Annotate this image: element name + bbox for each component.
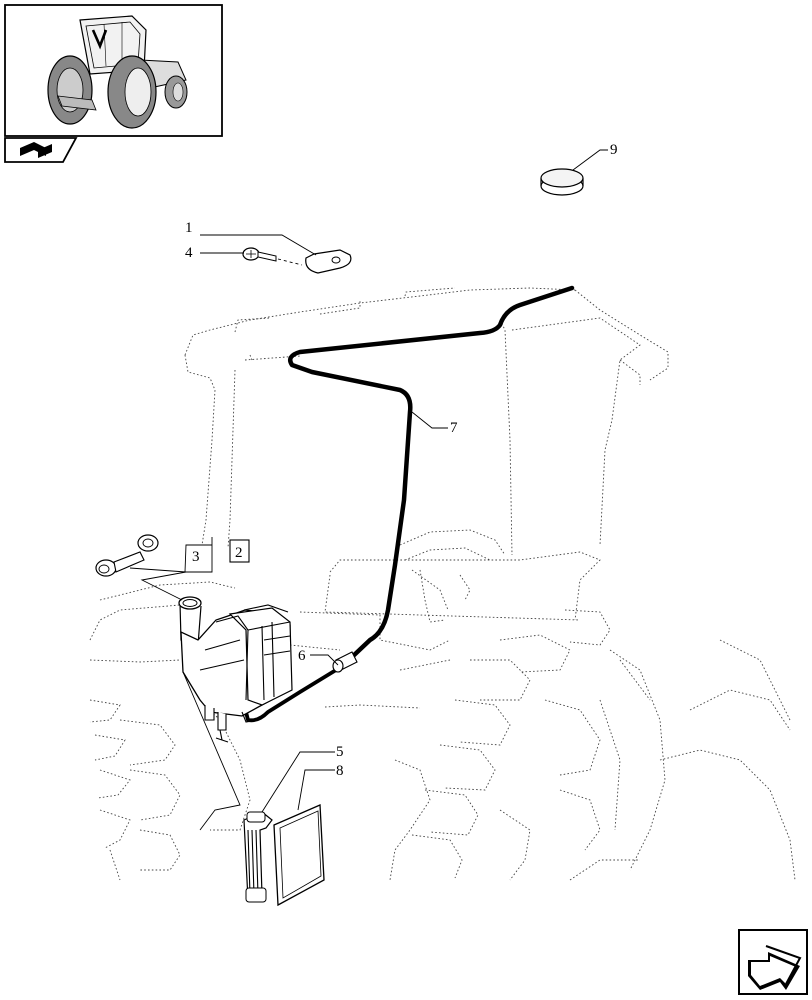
callout-4: 4 [185, 245, 193, 261]
callout-9: 9 [610, 142, 618, 158]
part-6-connector[interactable] [332, 651, 358, 673]
part-3-filler-cap[interactable] [95, 534, 159, 577]
part-1-bracket[interactable] [305, 249, 352, 274]
callout-2: 2 [235, 545, 243, 561]
book-tab[interactable] [4, 137, 78, 163]
callout-8: 8 [336, 763, 344, 779]
reference-box-2 [229, 539, 250, 563]
callout-3: 3 [192, 549, 200, 565]
washer-reservoir[interactable] [178, 596, 293, 743]
part-4-screw[interactable] [242, 247, 303, 266]
part-9-cap[interactable] [540, 168, 584, 196]
book-tab-icon [20, 142, 52, 158]
cab-ghost-outline [89, 287, 796, 881]
tractor-thumbnail-icon [47, 15, 188, 129]
part-5-strap[interactable] [243, 811, 273, 903]
part-8-pad[interactable] [273, 804, 325, 907]
callout-5: 5 [336, 744, 344, 760]
leader-lines [129, 149, 608, 831]
callout-6: 6 [298, 648, 306, 664]
callout-1: 1 [185, 220, 193, 236]
next-page-button[interactable] [738, 929, 808, 995]
part-7-washer-hose[interactable] [288, 285, 575, 660]
callout-7: 7 [450, 420, 458, 436]
next-page-arrow-icon [748, 945, 802, 990]
tractor-thumbnail[interactable] [4, 4, 223, 137]
part-7-lower-hose[interactable] [243, 668, 338, 723]
